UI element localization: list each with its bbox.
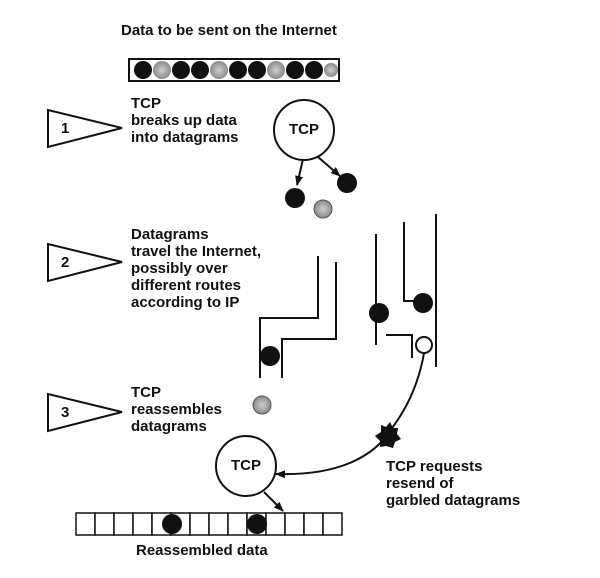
datagram-dot (413, 293, 433, 313)
slot (303, 512, 324, 536)
slot (113, 512, 134, 536)
bar-dot (172, 61, 190, 79)
slot (208, 512, 229, 536)
datagram-dot (369, 303, 389, 323)
slot-dot (247, 514, 267, 534)
tcp-circle-bottom (215, 435, 277, 497)
route-right (386, 334, 413, 358)
split-arrow-right (317, 156, 341, 177)
step-2-line: travel the Internet, (131, 243, 262, 260)
slot (265, 512, 286, 536)
step-2-triangle (47, 242, 123, 283)
route-right (403, 222, 424, 302)
bar-dot (134, 61, 152, 79)
step-3-line: TCP (131, 384, 161, 401)
route-left (259, 256, 319, 378)
datagram-dot-empty (415, 336, 433, 354)
resend-curve (275, 352, 425, 479)
tcp-label-top: TCP (289, 121, 319, 138)
datagram-dot (337, 173, 357, 193)
step-3-number: 3 (61, 404, 70, 421)
step-3-line: datagrams (131, 418, 207, 435)
resend-text: TCP requests resend of garbled datagrams (386, 458, 520, 509)
slot (132, 512, 153, 536)
bar-dot (248, 61, 266, 79)
bar-dot (286, 61, 304, 79)
route-left (281, 262, 337, 378)
step-1-line: TCP (131, 95, 161, 112)
step-3-triangle (47, 392, 123, 433)
step-3-text: TCP reassembles datagrams (131, 384, 222, 435)
footer-label: Reassembled data (136, 542, 268, 559)
data-bar (128, 58, 340, 82)
step-2-text: Datagrams travel the Internet, possibly … (131, 226, 261, 311)
datagram-dot-gray (313, 199, 333, 219)
step-2-line: Datagrams (131, 226, 209, 243)
slot-dot (162, 514, 182, 534)
step-2-line: according to IP (131, 294, 240, 311)
step-1-line: breaks up data (131, 112, 237, 129)
bar-dot (267, 61, 285, 79)
step-1-text: TCP breaks up data into datagrams (131, 95, 239, 146)
step-3-line: reassembles (131, 401, 222, 418)
tcp-circle-top (273, 99, 335, 161)
bar-dot (153, 61, 171, 79)
slot (94, 512, 115, 536)
tcp-label-bottom: TCP (231, 457, 261, 474)
step-1-number: 1 (61, 120, 70, 137)
reassembled-bar (75, 512, 343, 536)
datagram-dot (285, 188, 305, 208)
datagram-dot (260, 346, 280, 366)
bar-dot (191, 61, 209, 79)
reassemble-arrow (263, 491, 284, 512)
bar-dot (305, 61, 323, 79)
slot (284, 512, 305, 536)
slot (322, 512, 343, 536)
step-1-triangle (47, 108, 123, 149)
step-2-number: 2 (61, 254, 70, 271)
diagram-title: Data to be sent on the Internet (121, 22, 337, 39)
bar-dot (210, 61, 228, 79)
bar-dot (324, 63, 338, 77)
step-2-line: possibly over (131, 260, 228, 277)
bar-dot (229, 61, 247, 79)
slot (189, 512, 210, 536)
resend-line: resend of (386, 475, 454, 492)
slot (227, 512, 248, 536)
resend-line: garbled datagrams (386, 492, 521, 509)
split-arrow-left (295, 158, 304, 186)
slot (75, 512, 96, 536)
step-2-line: different routes (131, 277, 242, 294)
resend-line: TCP requests (386, 458, 483, 475)
datagram-dot-gray (252, 395, 272, 415)
step-1-line: into datagrams (131, 129, 239, 146)
